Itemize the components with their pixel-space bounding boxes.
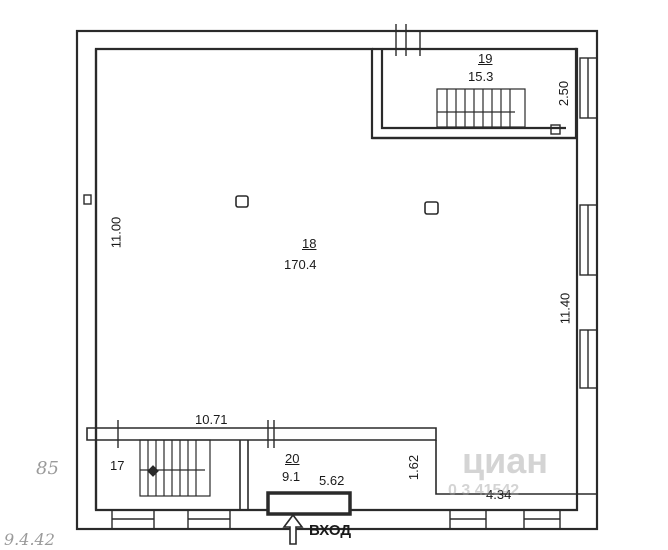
dimension-top-right: 2.50 bbox=[556, 80, 572, 107]
dimension-left-wall: 11.00 bbox=[108, 216, 124, 249]
handwritten-note-top: 85 bbox=[36, 458, 59, 479]
window-bottom bbox=[111, 509, 561, 530]
room-19-number: 19 bbox=[478, 51, 493, 66]
dimension-corridor-depth: 1.62 bbox=[406, 454, 422, 481]
room-18-number: 18 bbox=[302, 236, 317, 251]
handwritten-note-bottom: 9.4.42 bbox=[4, 530, 55, 549]
dimension-bottom-width: 10.71 bbox=[195, 412, 228, 427]
bottom-partition bbox=[86, 427, 437, 441]
entrance-door bbox=[266, 491, 352, 516]
room-20-number: 20 bbox=[285, 451, 300, 466]
outer-wall bbox=[75, 29, 599, 531]
room-19-area: 15.3 bbox=[468, 69, 494, 84]
up-arrow-icon bbox=[282, 513, 304, 545]
watermark-brand: циан bbox=[462, 440, 549, 481]
room-17-number: 17 bbox=[110, 458, 125, 473]
dimension-bottom-right: 4.34 bbox=[486, 487, 512, 502]
room-19-wall bbox=[380, 49, 566, 130]
dimension-right-wall: 11.40 bbox=[557, 292, 573, 325]
door-top bbox=[395, 24, 421, 56]
column-1 bbox=[235, 195, 249, 208]
room-18-area: 170.4 bbox=[284, 257, 317, 272]
stair-17 bbox=[139, 439, 211, 497]
entrance-label: ВХОД bbox=[309, 522, 352, 539]
column-2 bbox=[424, 201, 439, 215]
room-20-area: 9.1 bbox=[282, 469, 301, 484]
dimension-corridor-length: 5.62 bbox=[319, 473, 345, 488]
watermark-phone: 0 3 41542 bbox=[448, 482, 520, 499]
window-right bbox=[579, 57, 598, 389]
stair-19 bbox=[436, 88, 526, 128]
